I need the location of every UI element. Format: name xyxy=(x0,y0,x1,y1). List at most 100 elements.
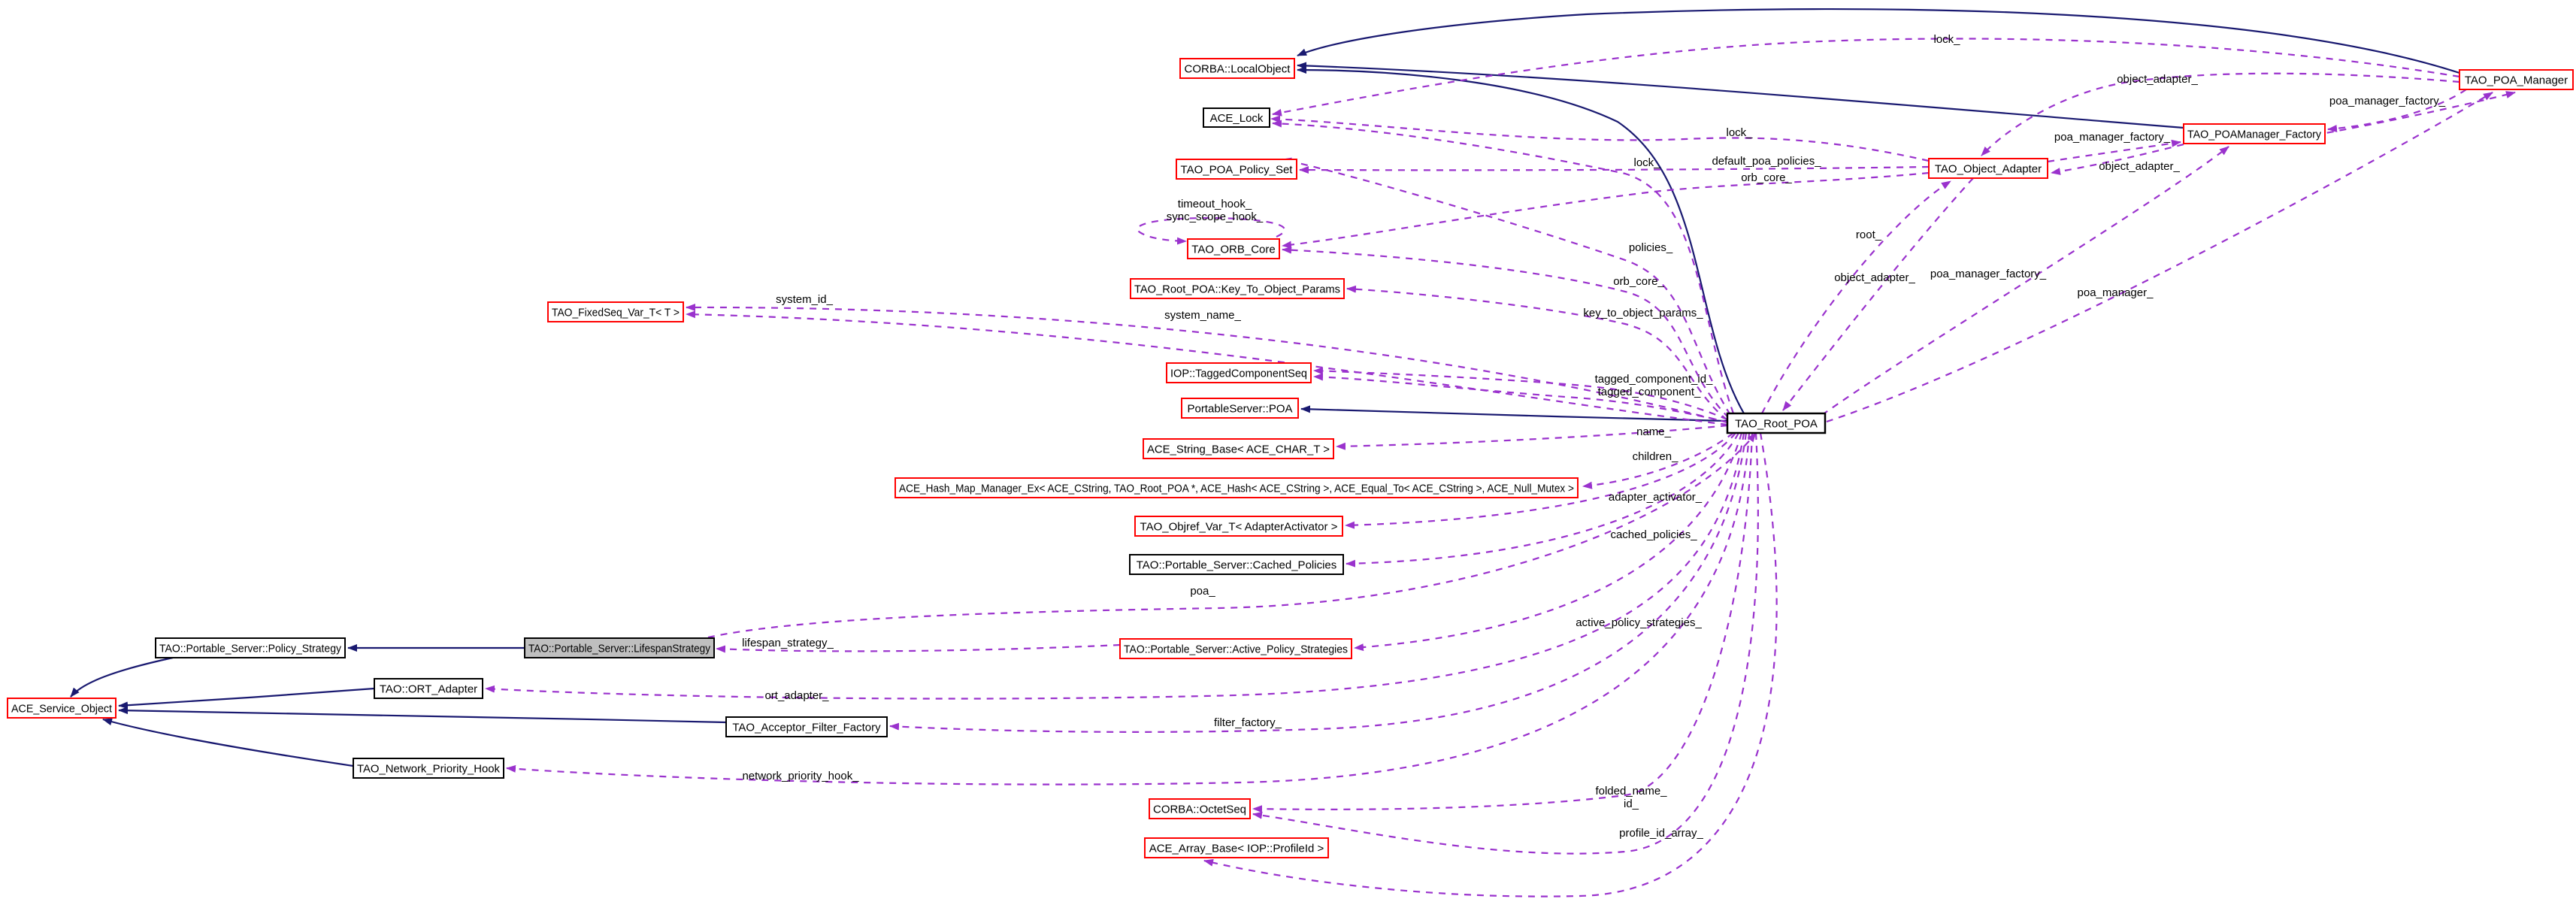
usage-edge-tao-root-poa-to-tao-root-poa-key-to-object-params xyxy=(1346,285,1728,421)
usage-edge-tao-poamanager-factory-to-tao-poa-manager xyxy=(2263,91,2516,145)
usage-edge-tao-root-poa-to-corba-octetseq xyxy=(1252,432,1759,855)
edge-label: lock_ xyxy=(1933,33,1960,46)
edge-label: folded_name_ xyxy=(1595,785,1667,798)
edge-label: filter_factory_ xyxy=(1214,716,1282,729)
usage-edge-tao-root-poa-to-iop-taggedcomponentseq xyxy=(1313,367,1728,421)
usage-edge-tao-root-poa-to-ace-lock xyxy=(1272,120,1735,414)
class-node-tao-root-poa: TAO_Root_POA xyxy=(1726,412,1827,434)
class-node-tao-root-poa-key-to-object-params[interactable]: TAO_Root_POA::Key_To_Object_Params xyxy=(1130,278,1345,299)
class-node-active-policy-strategies[interactable]: TAO::Portable_Server::Active_Policy_Stra… xyxy=(1119,638,1352,659)
class-node-ace-service-object[interactable]: ACE_Service_Object xyxy=(7,698,117,719)
edge-label: children_ xyxy=(1633,450,1679,463)
class-node-border xyxy=(1726,412,1827,434)
class-node-label: TAO_Network_Priority_Hook xyxy=(357,763,500,776)
usage-edge-tao-root-poa-to-tao-ort-adapter xyxy=(485,432,1745,700)
edge-label: sync_scope_hook_ xyxy=(1167,210,1264,223)
class-node-label: TAO_FixedSeq_Var_T< T > xyxy=(552,307,680,319)
class-node-border xyxy=(353,758,504,779)
class-node-border xyxy=(2459,69,2574,90)
class-node-border xyxy=(1130,278,1345,299)
edge-label: name_ xyxy=(1636,425,1672,438)
class-node-tao-objref-var-t[interactable]: TAO_Objref_Var_T< AdapterActivator > xyxy=(1134,516,1343,537)
class-node-label: TAO_POAManager_Factory xyxy=(2187,129,2321,141)
edge-label: poa_manager_ xyxy=(2078,286,2154,299)
edge-label: tagged_component_ xyxy=(1598,386,1701,398)
class-node-label: ACE_Lock xyxy=(1210,112,1264,125)
usage-edge-tao-root-poa-to-tao-object-adapter xyxy=(1761,180,1951,414)
edge-label: lifespan_strategy_ xyxy=(742,637,834,649)
class-node-tao-object-adapter[interactable]: TAO_Object_Adapter xyxy=(1928,158,2048,179)
usage-edge-tao-root-poa-to-tao-fixedseq-var-t xyxy=(686,303,1728,424)
class-node-tao-ort-adapter: TAO::ORT_Adapter xyxy=(374,678,483,699)
edge-label: poa_ xyxy=(1190,585,1215,598)
edge-label: poa_manager_factory_ xyxy=(2329,95,2446,107)
class-node-corba-octetseq[interactable]: CORBA::OctetSeq xyxy=(1149,798,1251,819)
class-node-label: TAO_Acceptor_Filter_Factory xyxy=(732,722,881,734)
nodes-layer: CORBA::LocalObjectACE_LockTAO_POA_Policy… xyxy=(7,58,2574,858)
class-node-border xyxy=(7,698,117,719)
class-node-border xyxy=(1144,837,1329,858)
edge-label: default_poa_policies_ xyxy=(1712,155,1821,168)
class-node-tao-poa-manager[interactable]: TAO_POA_Manager xyxy=(2459,69,2574,90)
edge-label: orb_core_ xyxy=(1613,275,1664,288)
inheritance-edge-policy-strategy-to-ace-service-object xyxy=(70,656,174,698)
inheritance-edge-tao-acceptor-filter-factory-to-ace-service-object xyxy=(118,707,727,724)
class-node-border xyxy=(1143,438,1334,459)
edge-label: timeout_hook_ xyxy=(1178,198,1252,210)
class-node-tao-poamanager-factory[interactable]: TAO_POAManager_Factory xyxy=(2183,123,2326,144)
class-node-label: TAO::Portable_Server::LifespanStrategy xyxy=(528,643,710,655)
edge-label: adapter_activator_ xyxy=(1609,491,1703,504)
usage-edge-tao-root-poa-to-ace-hash-map-manager-ex xyxy=(1582,432,1734,489)
edge-label: object_adapter_ xyxy=(2099,160,2180,173)
usage-edge-tao-root-poa-to-ace-array-base xyxy=(1203,432,1778,897)
class-node-label: TAO_POA_Policy_Set xyxy=(1181,164,1294,177)
class-node-label: TAO_Object_Adapter xyxy=(1935,163,2042,176)
class-node-border xyxy=(725,716,888,737)
edge-label: system_name_ xyxy=(1164,309,1241,322)
usage-edge-tao-root-poa-to-cached-policies xyxy=(1346,432,1739,568)
class-node-label: TAO::Portable_Server::Active_Policy_Stra… xyxy=(1124,643,1348,656)
class-node-border xyxy=(524,637,715,658)
edge-label: object_adapter_ xyxy=(1834,271,1915,284)
usage-edge-tao-object-adapter-to-tao-poa-policy-set xyxy=(1299,165,1930,174)
usage-edge-tao-object-adapter-to-ace-lock xyxy=(1270,115,1930,162)
edges-layer xyxy=(70,8,2516,897)
usage-edge-tao-root-poa-to-tao-orb-core xyxy=(1282,246,1730,419)
class-node-border xyxy=(894,477,1579,498)
class-node-label: IOP::TaggedComponentSeq xyxy=(1170,368,1307,380)
class-node-label: TAO_Objref_Var_T< AdapterActivator > xyxy=(1140,521,1338,534)
class-node-ace-array-base[interactable]: ACE_Array_Base< IOP::ProfileId > xyxy=(1144,837,1329,858)
class-node-iop-taggedcomponentseq[interactable]: IOP::TaggedComponentSeq xyxy=(1166,362,1312,383)
usage-edge-tao-poamanager-factory-to-tao-object-adapter xyxy=(2051,143,2184,175)
class-node-ace-lock: ACE_Lock xyxy=(1203,107,1270,128)
edge-label: lock_ xyxy=(1633,156,1660,169)
edge-label: orb_core_ xyxy=(1741,171,1792,184)
class-node-border xyxy=(374,678,483,699)
edge-label: ort_adapter_ xyxy=(764,689,829,702)
class-node-label: TAO::Portable_Server::Policy_Strategy xyxy=(159,643,341,655)
usage-edge-tao-root-poa-to-corba-octetseq xyxy=(1252,432,1754,813)
class-node-tao-orb-core[interactable]: TAO_ORB_Core xyxy=(1187,238,1280,259)
edge-label: key_to_object_params_ xyxy=(1583,307,1703,319)
class-node-border xyxy=(1149,798,1251,819)
usage-edge-tao-object-adapter-to-tao-orb-core xyxy=(1282,171,1930,249)
class-node-corba-localobject[interactable]: CORBA::LocalObject xyxy=(1179,58,1295,79)
inheritance-edge-tao-root-poa-to-portableserver-poa xyxy=(1300,405,1728,422)
class-node-policy-strategy: TAO::Portable_Server::Policy_Strategy xyxy=(155,637,346,658)
class-node-border xyxy=(547,301,684,322)
edge-label: tagged_component_id_ xyxy=(1595,373,1713,386)
edge-label: network_priority_hook_ xyxy=(742,770,859,782)
usage-edge-tao-root-poa-to-iop-taggedcomponentseq xyxy=(1313,373,1730,424)
edge-label: lock_ xyxy=(1726,126,1753,139)
class-node-tao-poa-policy-set[interactable]: TAO_POA_Policy_Set xyxy=(1176,159,1297,180)
class-node-tao-network-priority-hook: TAO_Network_Priority_Hook xyxy=(353,758,504,779)
usage-edge-tao-root-poa-to-tao-acceptor-filter-factory xyxy=(889,432,1748,733)
class-node-ace-hash-map-manager-ex[interactable]: ACE_Hash_Map_Manager_Ex< ACE_CString, TA… xyxy=(894,477,1579,498)
class-node-label: TAO_ORB_Core xyxy=(1191,244,1275,256)
class-node-ace-string-base[interactable]: ACE_String_Base< ACE_CHAR_T > xyxy=(1143,438,1334,459)
edge-label: system_id_ xyxy=(776,293,834,306)
class-node-portableserver-poa[interactable]: PortableServer::POA xyxy=(1181,398,1299,419)
class-node-tao-fixedseq-var-t[interactable]: TAO_FixedSeq_Var_T< T > xyxy=(547,301,684,322)
class-node-border xyxy=(1203,107,1270,128)
